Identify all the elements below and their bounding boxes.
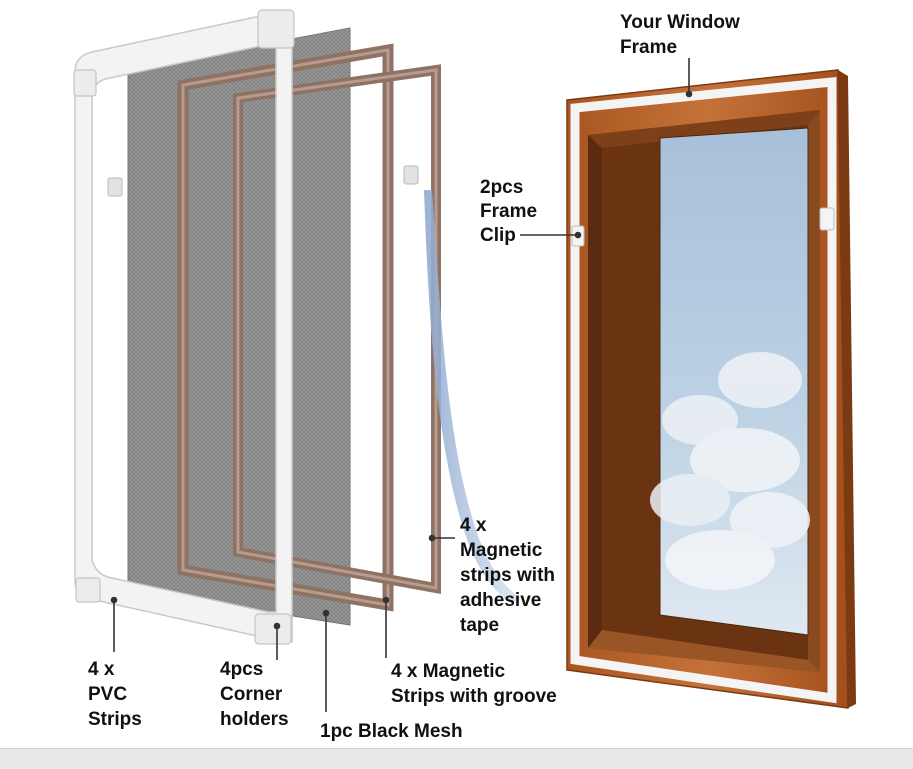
label-window-frame: Your Window Frame xyxy=(620,12,740,58)
label-pvc-strips: 4 x PVC Strips xyxy=(88,659,142,730)
corner-holder-bottom-right xyxy=(254,613,292,645)
clouds xyxy=(650,352,810,590)
leader-lines xyxy=(110,58,693,712)
frame-clip-left xyxy=(107,177,123,197)
window-frame-illustration xyxy=(566,69,856,709)
corner-holder-top-left xyxy=(73,69,97,97)
corner-holder-top-right xyxy=(257,9,295,49)
frame-clip-right xyxy=(403,165,419,185)
corner-holder-bottom-left xyxy=(75,577,101,603)
adhesive-tape-peel xyxy=(424,190,520,604)
magnetic-strips-groove-frame xyxy=(177,43,394,612)
pvc-strips-frame xyxy=(73,9,419,645)
bottom-strip xyxy=(0,748,913,769)
label-frame-clip: 2pcs Frame Clip xyxy=(480,177,538,246)
magnetic-strips-adhesive-frame xyxy=(233,64,441,594)
label-black-mesh: 1pc Black Mesh xyxy=(320,721,463,742)
label-magnetic-strips-adhesive: 4 x Magnetic strips with adhesive tape xyxy=(460,515,556,636)
label-magnetic-strips-groove: 4 x Magnetic Strips with groove xyxy=(391,661,557,707)
label-corner-holders: 4pcs Corner holders xyxy=(220,659,289,730)
installed-frame-clip-right xyxy=(819,207,835,231)
